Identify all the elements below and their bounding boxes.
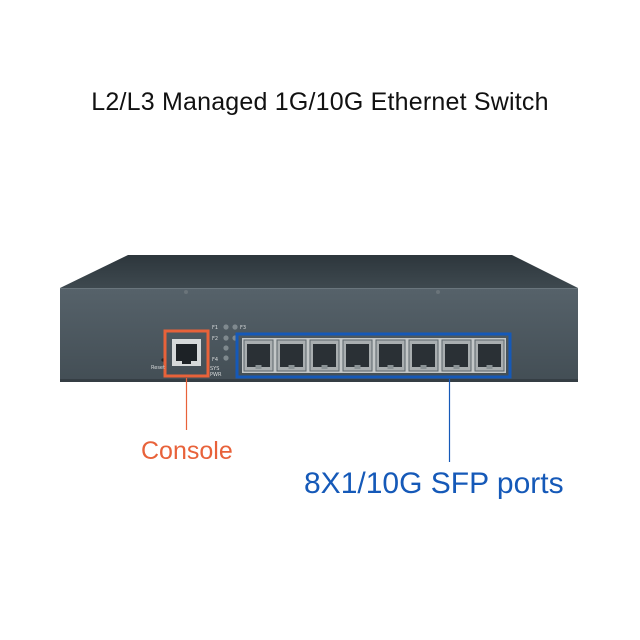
led-label-f2: F2 (212, 336, 219, 342)
sfp-port (342, 339, 373, 372)
sfp-port (309, 339, 340, 372)
sfp-port (474, 339, 505, 372)
led-label-f3: F3 (240, 325, 247, 331)
sfp-port (276, 339, 307, 372)
reset-label: Reset (151, 365, 165, 371)
sfp-port (408, 339, 439, 372)
led-label-pwr: PWR (210, 372, 222, 378)
sfp-port (243, 339, 274, 372)
led-label-f1: F1 (212, 325, 219, 331)
product-title: L2/L3 Managed 1G/10G Ethernet Switch (91, 88, 549, 116)
sfp-port (375, 339, 406, 372)
chassis-top (60, 255, 578, 288)
sfp-annotation: 8X1/10G SFP ports (304, 467, 564, 500)
led-label-sys: SYS (210, 366, 220, 372)
sfp-highlight-box (235, 332, 512, 379)
sfp-ports (243, 339, 505, 372)
console-highlight-box (163, 329, 210, 378)
led-label-f4: F4 (212, 357, 219, 363)
console-annotation: Console (141, 437, 233, 465)
sfp-port (441, 339, 472, 372)
